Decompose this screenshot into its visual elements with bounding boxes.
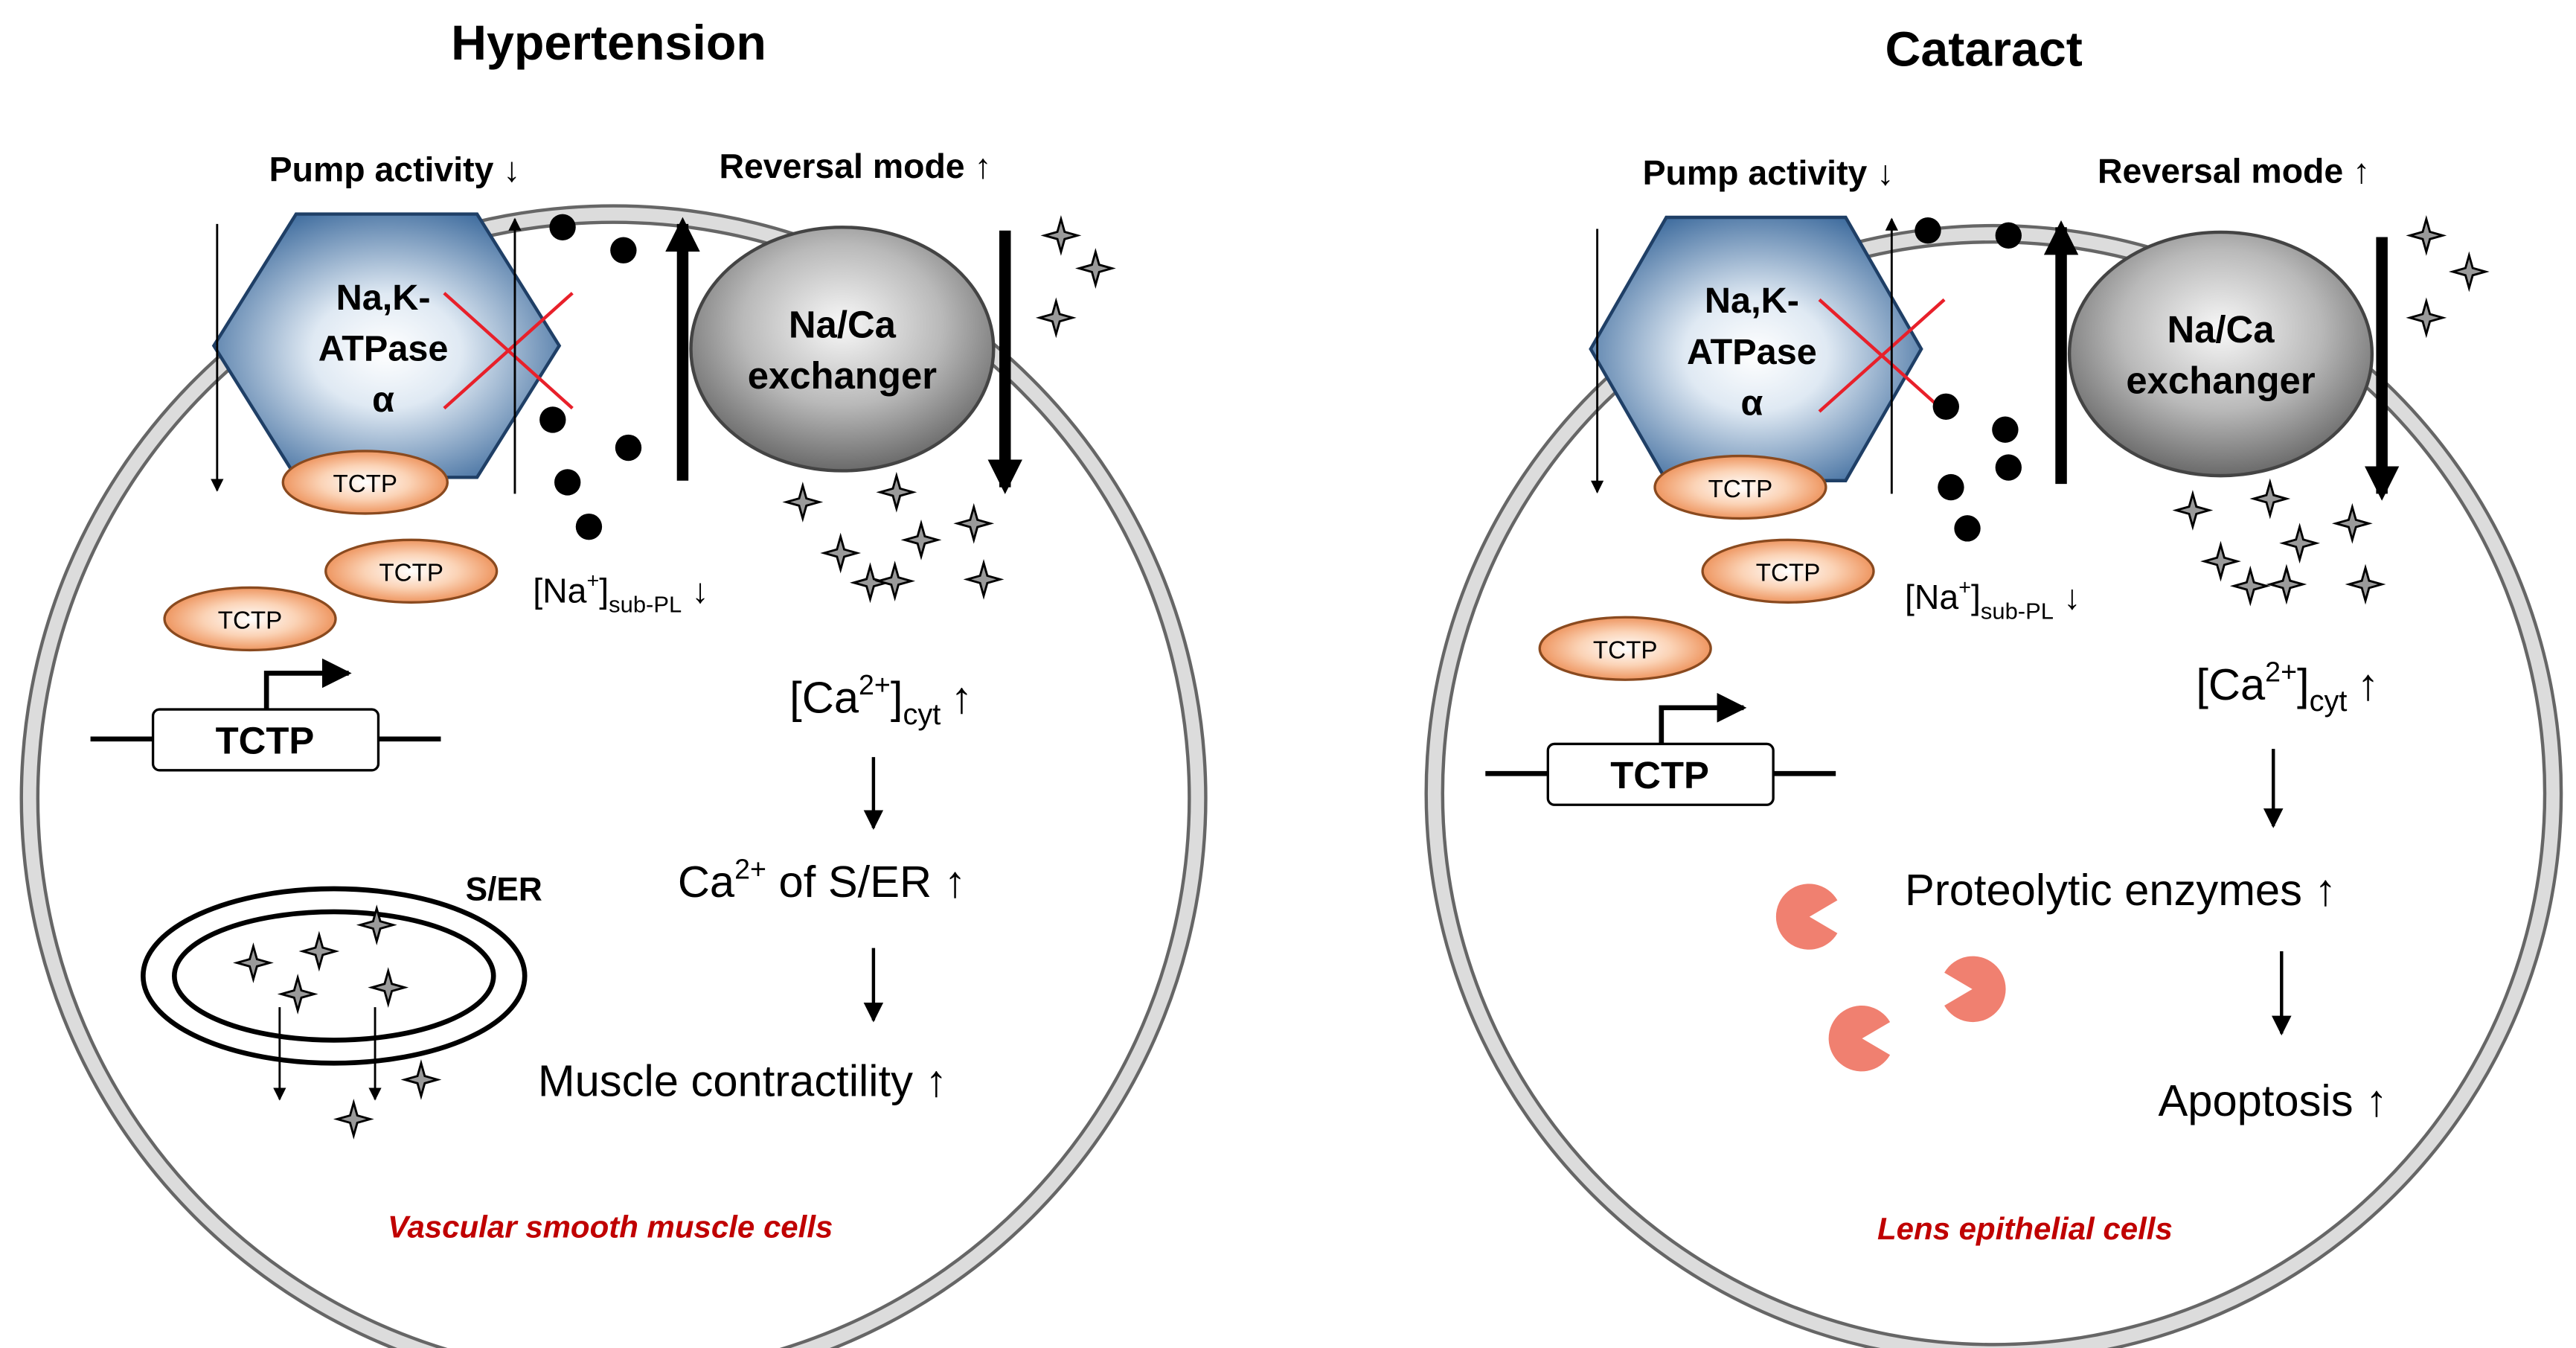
tctp-gene-label: TCTP [216, 720, 315, 762]
tctp-protein: TCTP [1538, 616, 1712, 681]
muscle-contractility-label: Muscle contractility ↑ [538, 1056, 947, 1106]
inhibition-cross [1818, 298, 1946, 413]
tctp-gene: TCTP [90, 658, 441, 772]
cytosolic-calcium-label: [Ca2+]cyt↑ [2196, 656, 2379, 718]
svg-text:TCTP: TCTP [1756, 560, 1821, 587]
svg-text:TCTP: TCTP [1593, 636, 1658, 664]
panel-title: Cataract [1885, 22, 2082, 77]
cell-type-label: Lens epithelial cells [1877, 1211, 2173, 1246]
atpase-name-line2: ATPase [318, 328, 449, 368]
svg-text:TCTP: TCTP [218, 607, 283, 635]
apoptosis-label: Apoptosis ↑ [2158, 1076, 2387, 1125]
sarco-endoplasmic-reticulum: S/ER [141, 871, 542, 1137]
cell-type-label: Vascular smooth muscle cells [388, 1210, 833, 1245]
sodium-ions [1915, 217, 2022, 542]
atpase-name-line3: α [1740, 383, 1763, 423]
sodium-ions [539, 214, 642, 540]
atpase-name-line3: α [372, 380, 394, 420]
exchanger-name-line2: exchanger [748, 354, 937, 397]
atpase-name-line1: Na,K- [1705, 281, 1799, 321]
sodium-sub-pl-label: [Na+]sub-PL↓ [533, 569, 708, 617]
svg-text:TCTP: TCTP [379, 560, 443, 587]
na-ca-exchanger: Na/Ca exchanger [689, 226, 996, 473]
tctp-gene: TCTP [1485, 692, 1836, 806]
atpase-name-line1: Na,K- [336, 278, 431, 318]
atpase-name-line2: ATPase [1687, 332, 1817, 372]
exchanger-name-line1: Na/Ca [789, 303, 897, 345]
tctp-protein: TCTP [163, 586, 337, 652]
tctp-gene-label: TCTP [1610, 754, 1709, 796]
na-ca-exchanger: Na/Ca exchanger [2067, 230, 2374, 478]
exchanger-name-line1: Na/Ca [2167, 308, 2275, 351]
ser-calcium-label: Ca2+ of S/ER ↑ [678, 854, 967, 907]
reversal-mode-label: Reversal mode ↑ [2098, 152, 2370, 191]
svg-text:TCTP: TCTP [1708, 476, 1773, 503]
svg-text:TCTP: TCTP [333, 470, 397, 498]
proteolytic-enzymes-label: Proteolytic enzymes ↑ [1905, 865, 2336, 915]
panel-title: Hypertension [451, 16, 766, 71]
inhibition-cross [443, 292, 574, 410]
cell-interior [36, 220, 1191, 1348]
panel-hypertension: Hypertension Pump activity ↓ Reversal mo… [19, 16, 1208, 1348]
panel-cataract: Cataract Pump activity ↓ Reversal mode ↑… [1424, 22, 2563, 1348]
promoter-arrow [1659, 692, 1747, 744]
ser-label: S/ER [466, 871, 542, 907]
tctp-protein: TCTP [1653, 454, 1827, 520]
tctp-protein: TCTP [324, 538, 499, 604]
reversal-mode-label: Reversal mode ↑ [719, 147, 991, 185]
pump-activity-label: Pump activity ↓ [1643, 153, 1894, 192]
tctp-protein: TCTP [1701, 538, 1875, 604]
sodium-sub-pl-label: [Na+]sub-PL↓ [1905, 575, 2080, 624]
cytosolic-calcium-label: [Ca2+]cyt↑ [789, 669, 973, 731]
promoter-arrow [263, 658, 352, 710]
tctp-protein: TCTP [281, 450, 449, 515]
na-k-atpase: Na,K- ATPase α [211, 212, 574, 479]
calcium-ions-outside [1038, 217, 1113, 336]
calcium-ions-outside [2409, 217, 2487, 336]
pump-activity-label: Pump activity ↓ [269, 150, 521, 188]
exchanger-name-line2: exchanger [2126, 360, 2315, 402]
na-k-atpase: Na,K- ATPase α [1589, 215, 1946, 482]
